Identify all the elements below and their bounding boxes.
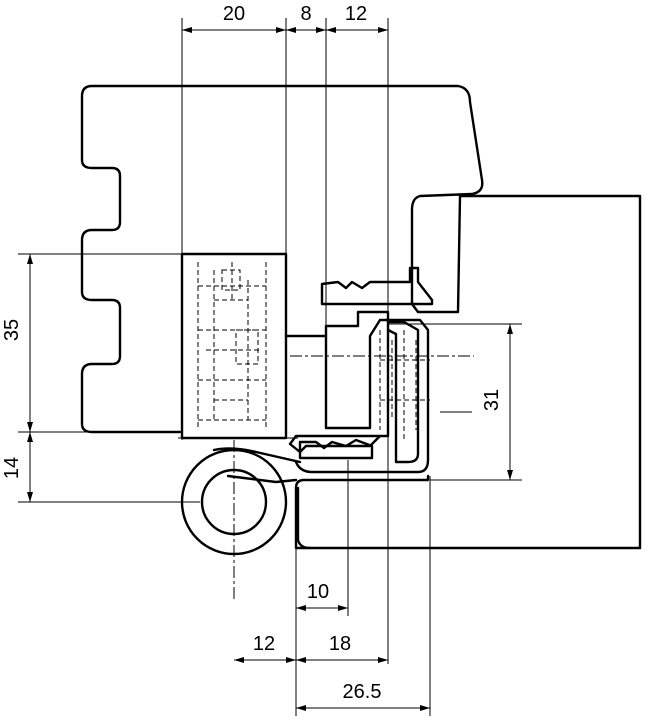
frame-outline <box>294 474 642 550</box>
door-leaf-outline <box>80 84 642 550</box>
knuckle-link <box>212 447 302 484</box>
dim-label-bottom-10: 10 <box>307 581 329 603</box>
dim-label-bottom-26-5: 26.5 <box>343 681 382 703</box>
frame-body <box>296 486 312 550</box>
dimension-lines <box>18 18 522 716</box>
hinge-clip-bottom <box>298 438 374 460</box>
dim-label-left-35: 35 <box>1 319 23 341</box>
dim-label-top-12: 12 <box>345 3 367 25</box>
hinge-clip-top <box>320 266 434 306</box>
dimension-arrows <box>27 27 513 711</box>
dim-label-left-14: 14 <box>1 457 23 479</box>
dim-label-bottom-12: 12 <box>253 633 275 655</box>
hinge-inner-channel <box>386 320 420 464</box>
hidden-lines <box>197 262 430 440</box>
dim-label-bottom-18: 18 <box>329 633 351 655</box>
dim-label-right-31: 31 <box>481 389 503 411</box>
hinge-arm-inner <box>294 318 430 474</box>
dim-label-top-20: 20 <box>223 3 245 25</box>
dim-label-top-8: 8 <box>300 3 311 25</box>
